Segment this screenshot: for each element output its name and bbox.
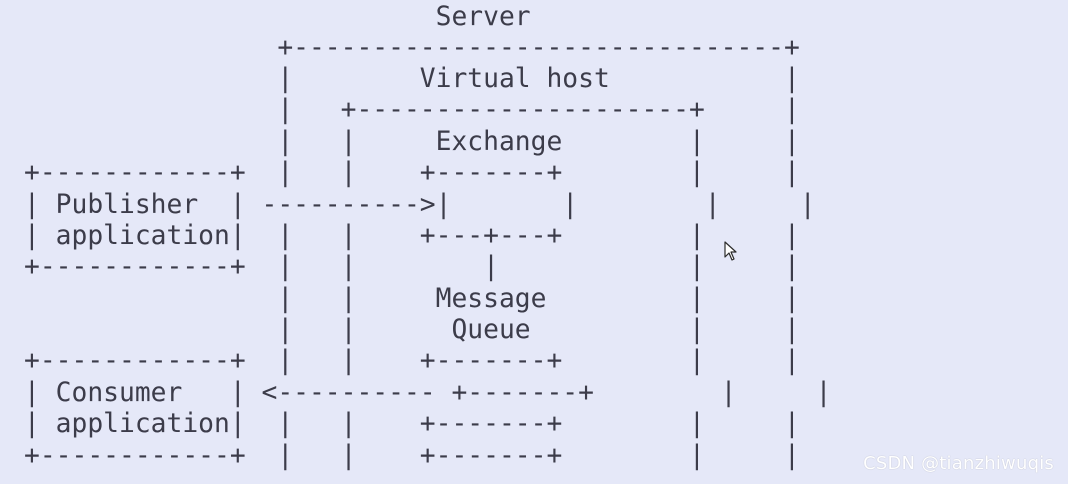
- diagram-line-publisher-label: | Publisher | ---------->| | | |: [24, 190, 816, 220]
- diagram-line-exchange-title: | | Exchange | |: [24, 127, 800, 157]
- watermark-text: CSDN @tianzhiwuqis: [863, 453, 1054, 474]
- diagram-line-consumer-label: | Consumer | <---------- +-------+ | |: [24, 378, 832, 408]
- diagram-line-server-title: Server: [24, 2, 531, 32]
- diagram-line-queue-title: | | Queue | |: [24, 315, 800, 345]
- diagram-line-virtual-host-title: | Virtual host |: [24, 64, 800, 94]
- diagram-line-server-top-border: +-------------------------------+: [24, 33, 800, 63]
- diagram-line-consumer-top-border: +------------+ | | +-------+ | |: [24, 346, 800, 376]
- diagram-line-publisher-top-border: +------------+ | | +-------+ | |: [24, 158, 800, 188]
- diagram-line-message-title: | | Message | |: [24, 284, 800, 314]
- mouse-pointer-icon: [724, 241, 737, 261]
- diagram-line-consumer-application: | application| | | +-------+ | |: [24, 409, 800, 439]
- diagram-line-publisher-application: | application| | | +---+---+ | |: [24, 221, 800, 251]
- diagram-line-virtual-host-top-border: | +---------------------+ |: [24, 95, 800, 125]
- diagram-line-publisher-bottom-border: +------------+ | | | | |: [24, 252, 800, 282]
- diagram-line-consumer-bottom-border: +------------+ | | +-------+ | |: [24, 441, 800, 471]
